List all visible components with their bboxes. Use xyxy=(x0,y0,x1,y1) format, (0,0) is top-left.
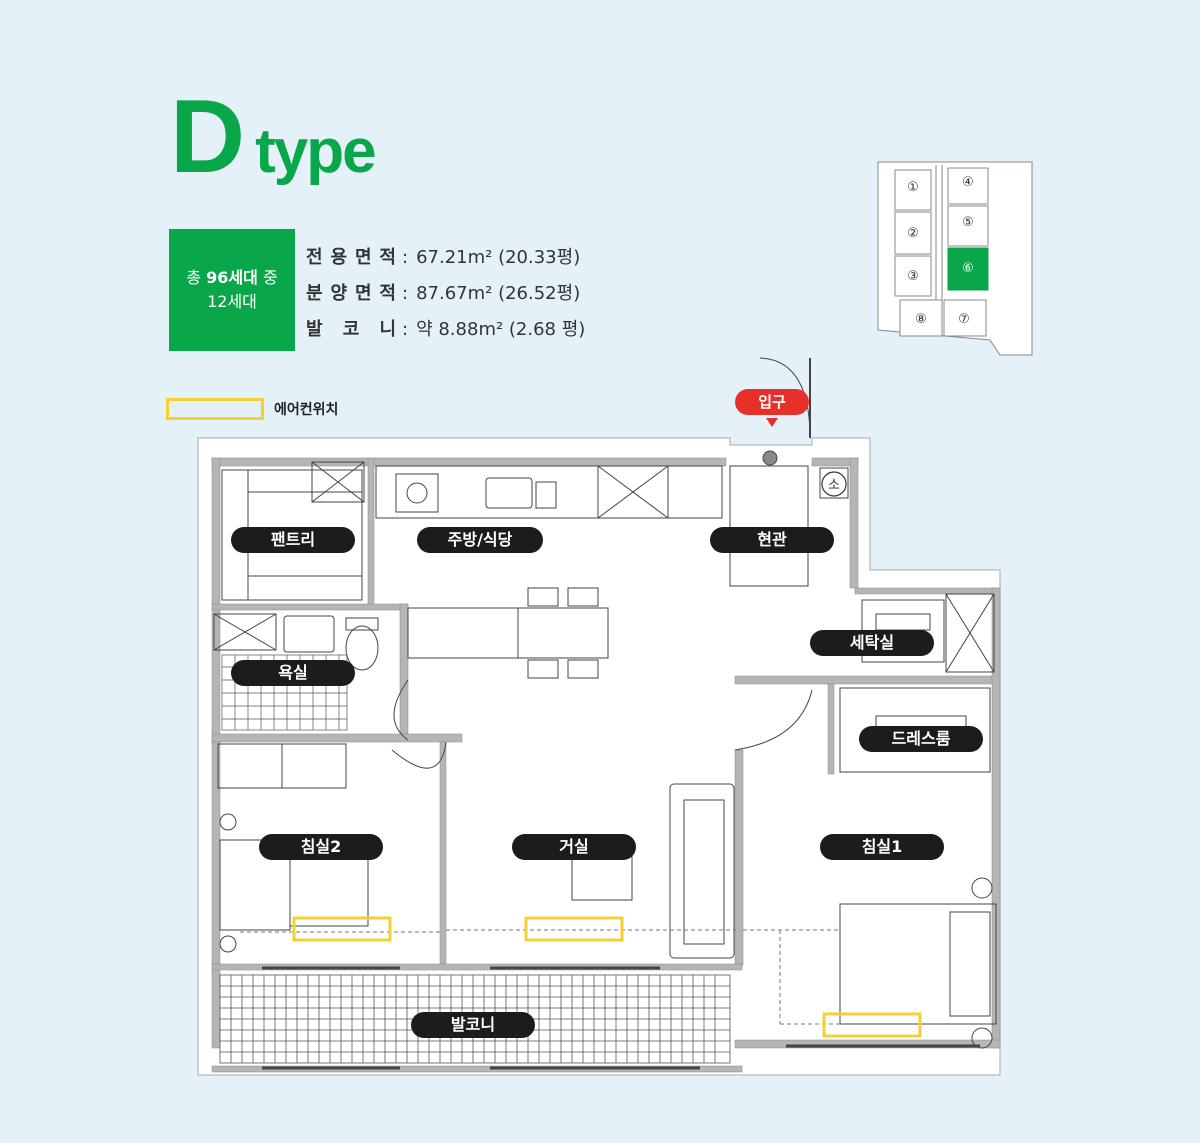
keyplan-unit-3: ③ xyxy=(907,269,919,284)
ac-living xyxy=(524,916,624,942)
room-label-living: 거실 xyxy=(512,834,636,860)
room-label-foyer: 현관 xyxy=(710,527,834,553)
ac-bedroom1 xyxy=(822,1012,922,1038)
keyplan-unit-8: ⑧ xyxy=(915,312,927,327)
gas-valve-symbol: 소 xyxy=(828,478,840,493)
spec-value: 87.67m² (26.52평) xyxy=(416,283,581,304)
ac-bedroom2 xyxy=(292,916,392,942)
room-label-bedroom2: 침실2 xyxy=(259,834,383,860)
spec-value: 67.21m² (20.33평) xyxy=(416,247,581,268)
type-word: type xyxy=(255,117,376,186)
ac-legend-swatch xyxy=(166,398,264,420)
keyplan-unit-1: ① xyxy=(907,180,919,195)
room-label-kitchen: 주방/식당 xyxy=(417,527,543,553)
room-label-bedroom1: 침실1 xyxy=(820,834,944,860)
unit-count-badge: 총 96세대 중 12세대 xyxy=(169,229,295,351)
spec-value: 약 8.88m² (2.68 평) xyxy=(416,319,586,340)
unit-count-line2: 12세대 xyxy=(207,292,257,311)
ac-legend-label: 에어컨위치 xyxy=(274,402,339,418)
room-label-pantry: 팬트리 xyxy=(231,527,355,553)
entrance-badge: 입구 xyxy=(735,389,809,415)
room-label-bathroom: 욕실 xyxy=(231,660,355,686)
room-label-dressroom: 드레스룸 xyxy=(859,726,983,752)
keyplan-unit-2: ② xyxy=(907,226,919,241)
keyplan-unit-4: ④ xyxy=(962,175,974,190)
keyplan-unit-7: ⑦ xyxy=(958,312,970,327)
ac-positions xyxy=(292,916,922,1038)
key-plan xyxy=(877,161,1033,356)
entrance-arrow-icon xyxy=(766,418,778,427)
floor-plan: 소 xyxy=(197,357,1001,1076)
keyplan-unit-6: ⑥ xyxy=(962,261,974,276)
room-label-laundry: 세탁실 xyxy=(810,630,934,656)
keyplan-highlight-unit xyxy=(947,247,989,291)
ac-legend: 에어컨위치 xyxy=(166,398,338,420)
room-label-balcony: 발코니 xyxy=(411,1012,535,1038)
keyplan-unit-5: ⑤ xyxy=(962,215,974,230)
unit-count-line1: 총 96세대 중 xyxy=(186,268,278,287)
type-letter: D xyxy=(170,79,245,195)
